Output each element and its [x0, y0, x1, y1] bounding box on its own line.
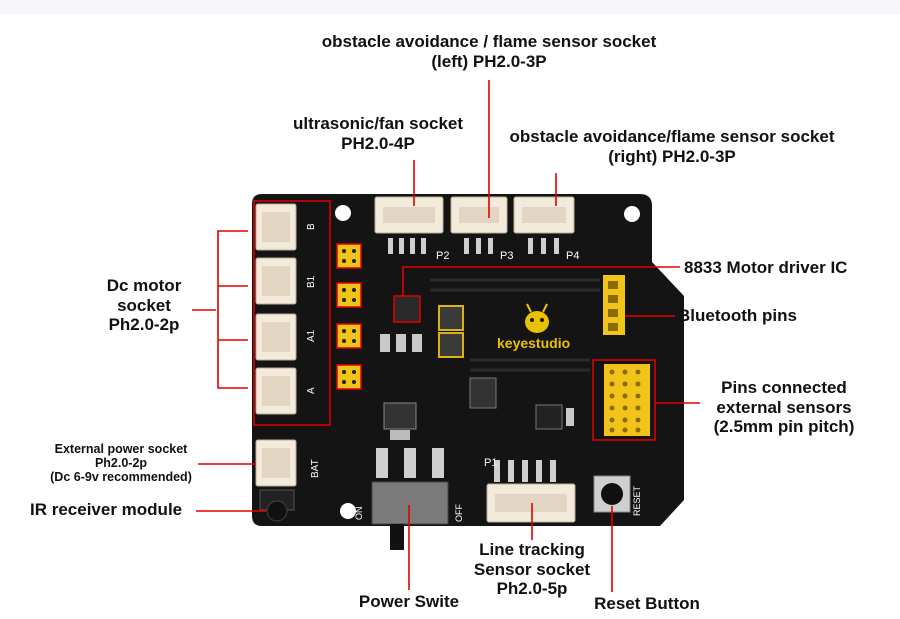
- label-reset-button: Reset Button: [586, 594, 708, 614]
- label-line: External power socket: [54, 442, 188, 456]
- mounting-hole: [335, 205, 351, 221]
- keyestudio-logo: [525, 303, 549, 333]
- label-line: (right) PH2.0-3P: [608, 146, 736, 166]
- pcb-board: [252, 194, 684, 526]
- pcb-traces: [430, 278, 600, 372]
- label-ext-power: External power socket Ph2.0-2p (Dc 6-9v …: [46, 442, 196, 484]
- battery-socket: [255, 439, 297, 487]
- ultrasonic-socket: [374, 196, 444, 254]
- label-line: Ph2.0-2p: [108, 315, 180, 335]
- silk-a1: A1: [306, 329, 317, 342]
- top-bar: [0, 0, 900, 14]
- label-line: 8833 Motor driver IC: [684, 258, 848, 277]
- label-line: Dc motor: [106, 276, 182, 295]
- power-switch: [371, 448, 449, 550]
- ir-receiver: [259, 489, 295, 522]
- label-line: external sensors: [716, 397, 852, 417]
- label-line: Power Swite: [358, 592, 460, 611]
- label-line: Pins connected: [721, 378, 847, 397]
- regulator-components: [383, 377, 574, 440]
- label-line: (left) PH2.0-3P: [431, 51, 547, 71]
- motor-jumper-headers: [336, 243, 362, 390]
- label-line: Bluetooth pins: [678, 306, 797, 325]
- label-line: Ph2.0-2p: [94, 455, 148, 470]
- silk-reset: RESET: [632, 485, 642, 516]
- label-obstacle-right: obstacle avoidance/flame sensor socket (…: [502, 127, 842, 166]
- label-power-switch: Power Swite: [354, 592, 464, 612]
- label-line: (Dc 6-9v recommended): [50, 469, 192, 484]
- label-external-pins: Pins connected external sensors (2.5mm p…: [704, 378, 864, 437]
- label-line: IR receiver module: [30, 500, 183, 519]
- label-line: ultrasonic/fan socket: [292, 114, 464, 133]
- leader-lines: [192, 80, 700, 592]
- label-ir-receiver: IR receiver module: [30, 500, 196, 520]
- silk-off: OFF: [454, 504, 464, 522]
- label-line-tracking: Line tracking Sensor socket Ph2.0-5p: [466, 540, 598, 599]
- label-bluetooth: Bluetooth pins: [678, 306, 818, 326]
- dc-motor-sockets: [253, 200, 331, 426]
- label-line: Line tracking: [479, 540, 585, 559]
- motor-driver-ic: [380, 295, 464, 358]
- brand-text: keyestudio: [497, 335, 570, 351]
- label-line: (2.5mm pin pitch): [713, 417, 855, 437]
- silk-p2: P2: [436, 250, 449, 262]
- mounting-hole: [624, 206, 640, 222]
- label-obstacle-left: obstacle avoidance / flame sensor socket…: [316, 32, 662, 71]
- silk-p3: P3: [500, 250, 513, 262]
- label-line: Reset Button: [594, 594, 700, 613]
- label-ultrasonic: ultrasonic/fan socket PH2.0-4P: [288, 114, 468, 153]
- label-line: obstacle avoidance/flame sensor socket: [509, 127, 835, 146]
- bluetooth-header: [603, 275, 625, 335]
- label-motor-driver: 8833 Motor driver IC: [684, 258, 868, 278]
- label-line: obstacle avoidance / flame sensor socket: [321, 32, 657, 51]
- silk-b: B: [306, 223, 317, 230]
- mounting-hole: [340, 503, 356, 519]
- external-sensor-header: [592, 359, 656, 441]
- label-line: PH2.0-4P: [341, 133, 415, 153]
- silk-p4: P4: [566, 250, 579, 262]
- silk-b1: B1: [306, 275, 317, 288]
- obstacle-right-socket: [513, 196, 575, 254]
- silk-on: ON: [354, 507, 364, 521]
- label-line: socket: [117, 295, 171, 315]
- line-tracking-socket: [486, 460, 576, 523]
- label-line: Sensor socket: [473, 559, 591, 579]
- silk-bat: BAT: [310, 459, 321, 478]
- silk-a: A: [306, 387, 317, 394]
- silk-p1: P1: [484, 457, 497, 469]
- label-dc-motor: Dc motor socket Ph2.0-2p: [98, 276, 190, 335]
- label-line: Ph2.0-5p: [496, 579, 568, 599]
